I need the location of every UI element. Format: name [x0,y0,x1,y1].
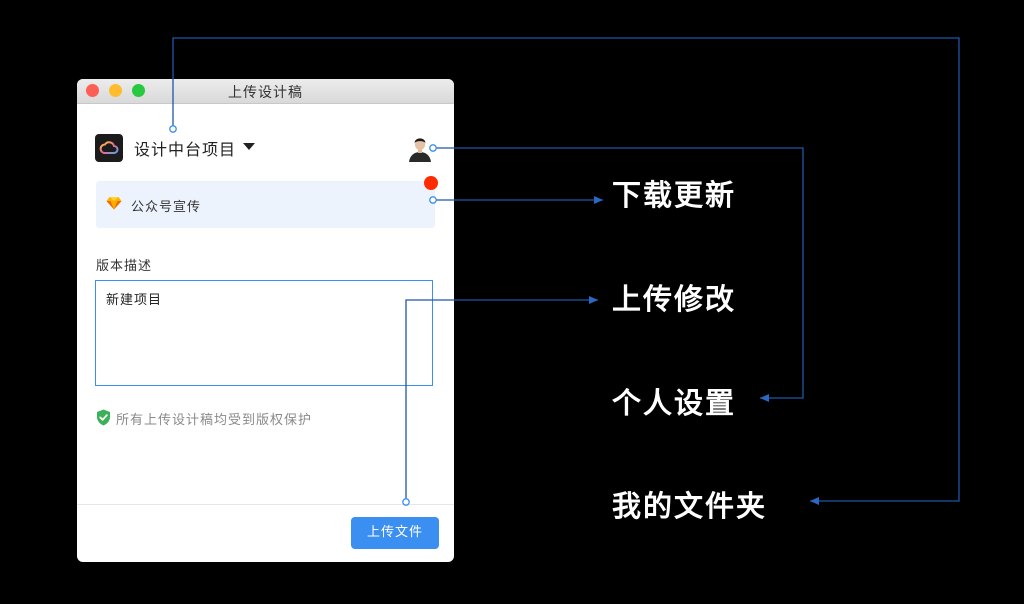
window-title: 上传设计稿 [228,85,303,101]
upload-file-button[interactable]: 上传文件 [351,517,439,549]
protection-text: 所有上传设计稿均受到版权保护 [116,413,313,428]
project-name[interactable]: 设计中台项目 [134,140,237,159]
feature-my-folder: 我的文件夹 [612,489,768,523]
file-name: 公众号宣传 [131,200,202,215]
cloud-icon [95,134,123,162]
feature-personal-settings: 个人设置 [612,386,737,420]
feature-upload-changes: 上传修改 [612,282,737,316]
description-input[interactable]: 新建项目 [95,280,433,386]
update-badge [424,176,438,190]
shield-check-icon [97,409,110,426]
avatar[interactable] [407,134,433,162]
footer-divider [77,504,454,505]
sketch-diamond-icon [106,197,122,210]
minimize-window-button[interactable] [109,84,122,97]
maximize-window-button[interactable] [132,84,145,97]
file-row[interactable]: 公众号宣传 [96,181,435,228]
upload-window: 上传设计稿 设计中台项目 [77,79,454,562]
close-window-button[interactable] [86,84,99,97]
feature-download-update: 下载更新 [612,178,737,212]
chevron-down-icon[interactable] [243,143,255,150]
description-label: 版本描述 [96,259,153,274]
title-bar: 上传设计稿 [77,79,454,104]
